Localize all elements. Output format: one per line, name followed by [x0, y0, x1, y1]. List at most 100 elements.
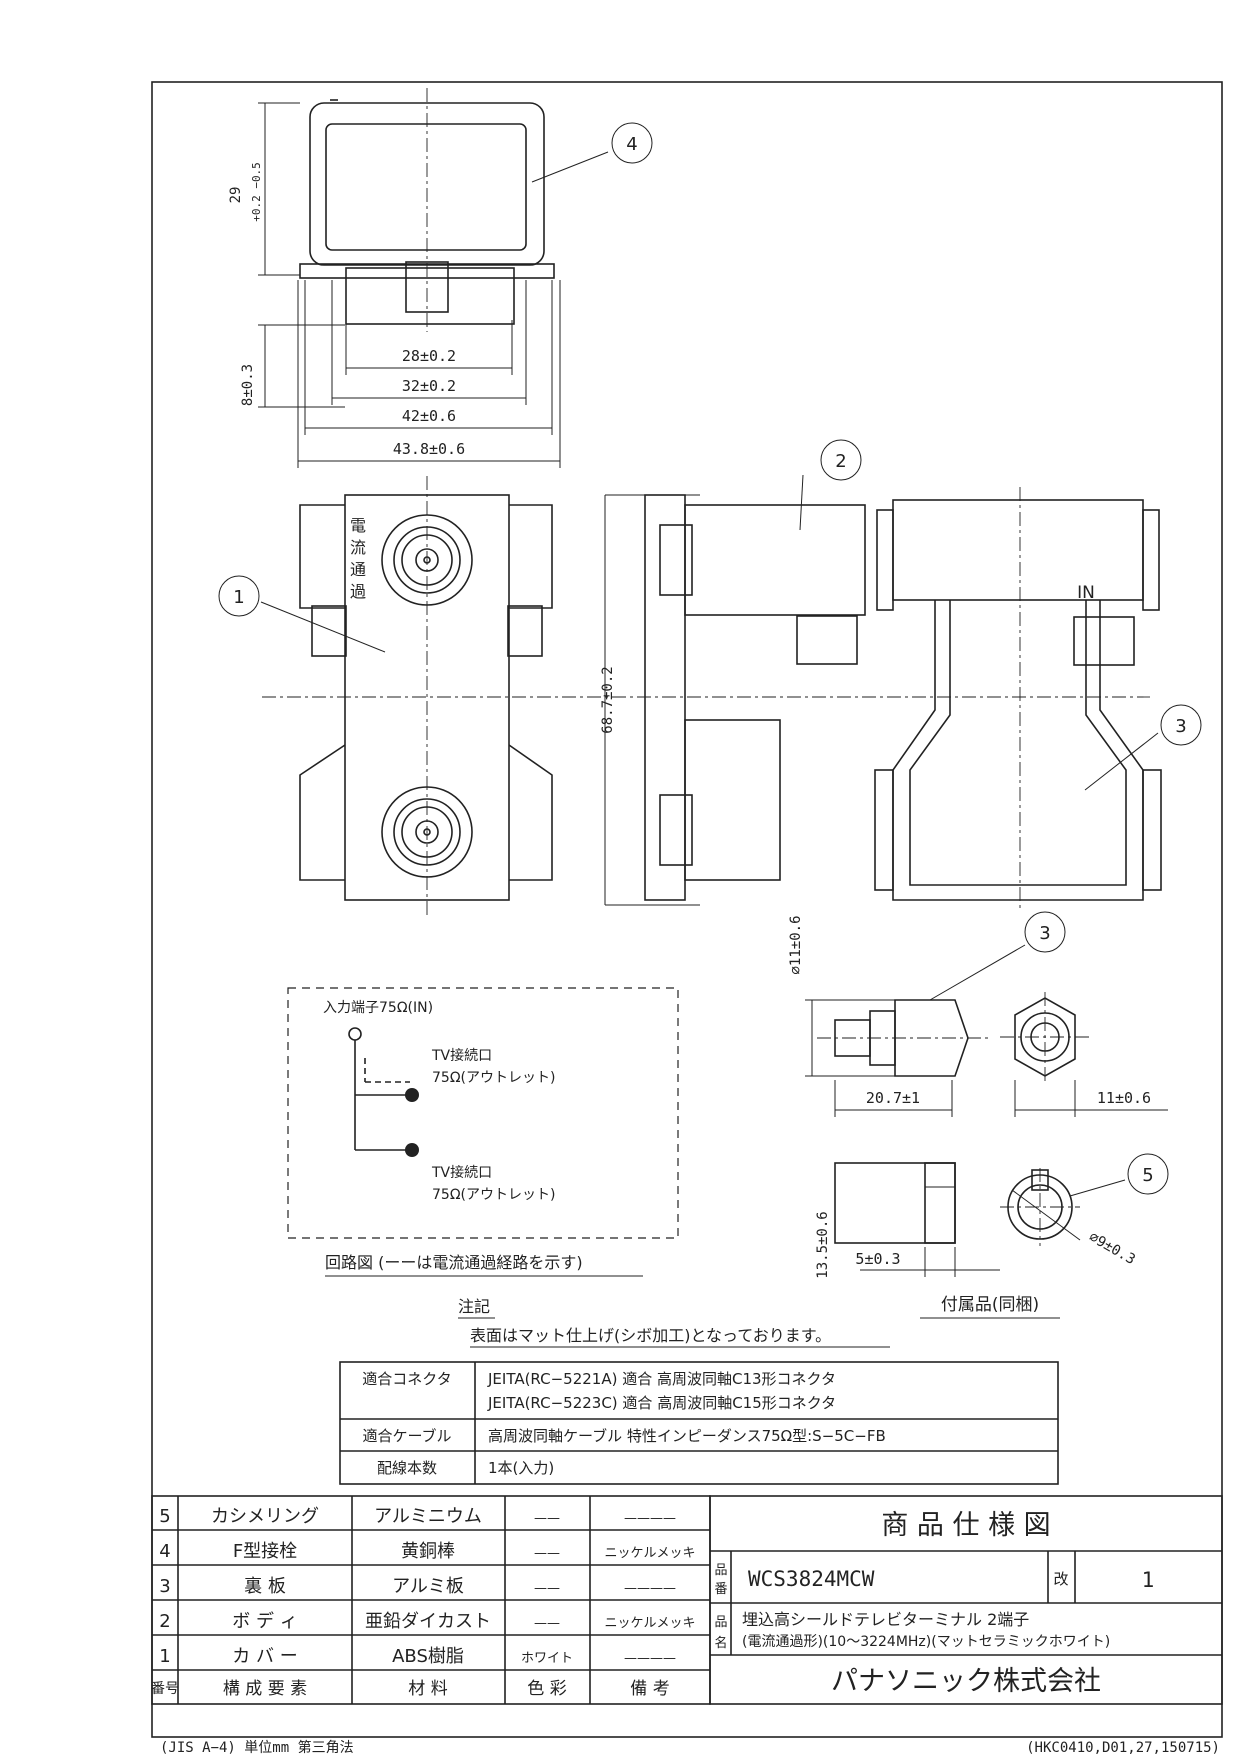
callout-circle	[218, 575, 260, 617]
front-label-1: 電	[350, 516, 366, 535]
title: 商 品 仕 様 図	[881, 1510, 1050, 1541]
caulking-ring	[834, 1162, 1081, 1277]
circuit-out2-line1: TV接続口	[431, 1164, 492, 1181]
parts-cell-note: ————	[624, 1651, 676, 1666]
parts-cell-note: ————	[624, 1581, 676, 1596]
dim-ring-dia: ⌀9±0.3	[1086, 1229, 1138, 1268]
parts-cell-no: 4	[159, 1541, 170, 1562]
parts-cell-color: ——	[534, 1546, 560, 1561]
callout-label: 4	[626, 134, 637, 155]
circuit-caption: 回路図 (ーーは電流通過経路を示す)	[325, 1253, 583, 1272]
spec-label-cable: 適合ケーブル	[362, 1427, 451, 1445]
parts-cell-no: 1	[159, 1646, 170, 1667]
footer-left: (JIS A−4) 単位mm 第三角法	[160, 1739, 354, 1756]
rear-view	[874, 487, 1162, 910]
spec-connector-line2: JEITA(RC−5223C) 適合 高周波同軸C15形コネクタ	[487, 1394, 836, 1412]
dim-d1: 28±0.2	[402, 347, 456, 365]
circuit-out2-line2: 75Ω(アウトレット)	[432, 1187, 555, 1203]
dim-d2: 32±0.2	[402, 377, 456, 395]
circuit-input: 入力端子75Ω(IN)	[323, 1000, 433, 1016]
parts-cell-material: ABS樹脂	[392, 1646, 464, 1667]
dim-d4: 43.8±0.6	[393, 440, 465, 458]
parts-header-note: 備 考	[630, 1679, 669, 1699]
parts-cell-part: 裏 板	[244, 1576, 286, 1597]
parts-cell-note: ————	[624, 1511, 676, 1526]
rev: 1	[1142, 1568, 1155, 1592]
dim-d3: 42±0.6	[402, 407, 456, 425]
parts-header-material: 材 料	[408, 1679, 447, 1699]
parts-table	[151, 1495, 711, 1705]
accessory-caption: 付属品(同梱)	[941, 1295, 1039, 1315]
top-view	[258, 88, 561, 468]
spec-table	[339, 1361, 1059, 1485]
callout-label: 2	[835, 451, 846, 472]
parts-cell-no: 5	[159, 1506, 170, 1527]
parts-cell-note: ニッケルメッキ	[604, 1546, 695, 1561]
parts-cell-material: 亜鉛ダイカスト	[365, 1611, 491, 1632]
hinban: WCS3824MCW	[748, 1567, 875, 1591]
name-line2: (電流通過形)(10〜3224MHz)(マットセラミックホワイト)	[742, 1634, 1110, 1650]
parts-cell-note: ニッケルメッキ	[604, 1616, 695, 1631]
name-line1: 埋込高シールドテレビターミナル 2端子	[742, 1610, 1029, 1629]
spec-cable: 高周波同軸ケーブル 特性インピーダンス75Ω型:S−5C−FB	[488, 1427, 886, 1445]
side-view	[604, 494, 866, 906]
parts-cell-part: ボ デ ィ	[232, 1611, 297, 1632]
parts-header-part: 構 成 要 素	[223, 1679, 307, 1699]
dim-ring-len: 13.5±0.6	[815, 1211, 831, 1278]
circuit-diagram	[287, 987, 679, 1239]
front-label-2: 流	[350, 538, 366, 557]
name-label-2: 名	[714, 1635, 727, 1651]
parts-header-no: 番号	[151, 1681, 179, 1697]
parts-cell-color: ホワイト	[521, 1651, 573, 1666]
dim-height-top-tol: +0.2 −0.5	[250, 162, 263, 222]
rev-label: 改	[1053, 1570, 1068, 1588]
parts-cell-part: F型接栓	[233, 1541, 297, 1562]
title-block	[709, 1495, 1223, 1705]
notes-text: 表面はマット仕上げ(シボ加工)となっております。	[470, 1326, 831, 1345]
name-label: 品	[714, 1615, 727, 1630]
callout-circle	[1024, 911, 1066, 953]
hinban-label: 品	[714, 1563, 727, 1578]
f-connector	[805, 992, 1168, 1117]
footer-right: (HKC0410,D01,27,150715)	[1026, 1740, 1220, 1756]
callout-label: 3	[1175, 716, 1186, 737]
parts-cell-no: 3	[159, 1576, 170, 1597]
dim-hex-across: 11±0.6	[1097, 1089, 1151, 1107]
drawing-border	[151, 81, 1223, 1738]
callout-circle	[1160, 704, 1202, 746]
parts-cell-color: ——	[534, 1581, 560, 1596]
parts-cell-part: カシメリング	[211, 1506, 319, 1527]
spec-connector-line1: JEITA(RC−5221A) 適合 高周波同軸C13形コネクタ	[487, 1370, 836, 1388]
parts-cell-no: 2	[159, 1611, 170, 1632]
parts-cell-part: カ バ ー	[232, 1646, 297, 1667]
circuit-out1-line2: 75Ω(アウトレット)	[432, 1070, 555, 1086]
spec-label-wiring: 配線本数	[377, 1459, 437, 1477]
notes-title: 注記	[458, 1297, 490, 1316]
callout-circle	[820, 439, 862, 481]
callout-circle	[611, 122, 653, 164]
dim-plate-depth: 8±0.3	[240, 364, 256, 406]
parts-header-color: 色 彩	[527, 1679, 566, 1699]
dim-body-height: 68.7±0.2	[600, 666, 616, 733]
in-label: IN	[1077, 583, 1095, 603]
callout-label: 3	[1039, 923, 1050, 944]
parts-cell-color: ——	[534, 1511, 560, 1526]
parts-cell-material: 黄銅棒	[401, 1541, 455, 1562]
parts-cell-color: ——	[534, 1616, 560, 1631]
dim-hex-dia: ⌀11±0.6	[788, 915, 804, 974]
spec-wiring: 1本(入力)	[488, 1459, 554, 1477]
dim-ring-w: 5±0.3	[855, 1250, 900, 1268]
front-view	[262, 476, 1150, 915]
dim-post-len: 20.7±1	[866, 1089, 920, 1107]
circuit-out1-line1: TV接続口	[431, 1047, 492, 1064]
dim-height-top: 29	[228, 187, 244, 204]
front-label-3: 通	[350, 560, 366, 579]
spec-label-connector: 適合コネクタ	[362, 1370, 451, 1388]
parts-cell-material: アルミ板	[392, 1576, 464, 1597]
callout-label: 5	[1142, 1165, 1153, 1186]
callout-label: 1	[233, 587, 244, 608]
parts-cell-material: アルミニウム	[374, 1506, 482, 1527]
company: パナソニック株式会社	[831, 1666, 1101, 1697]
